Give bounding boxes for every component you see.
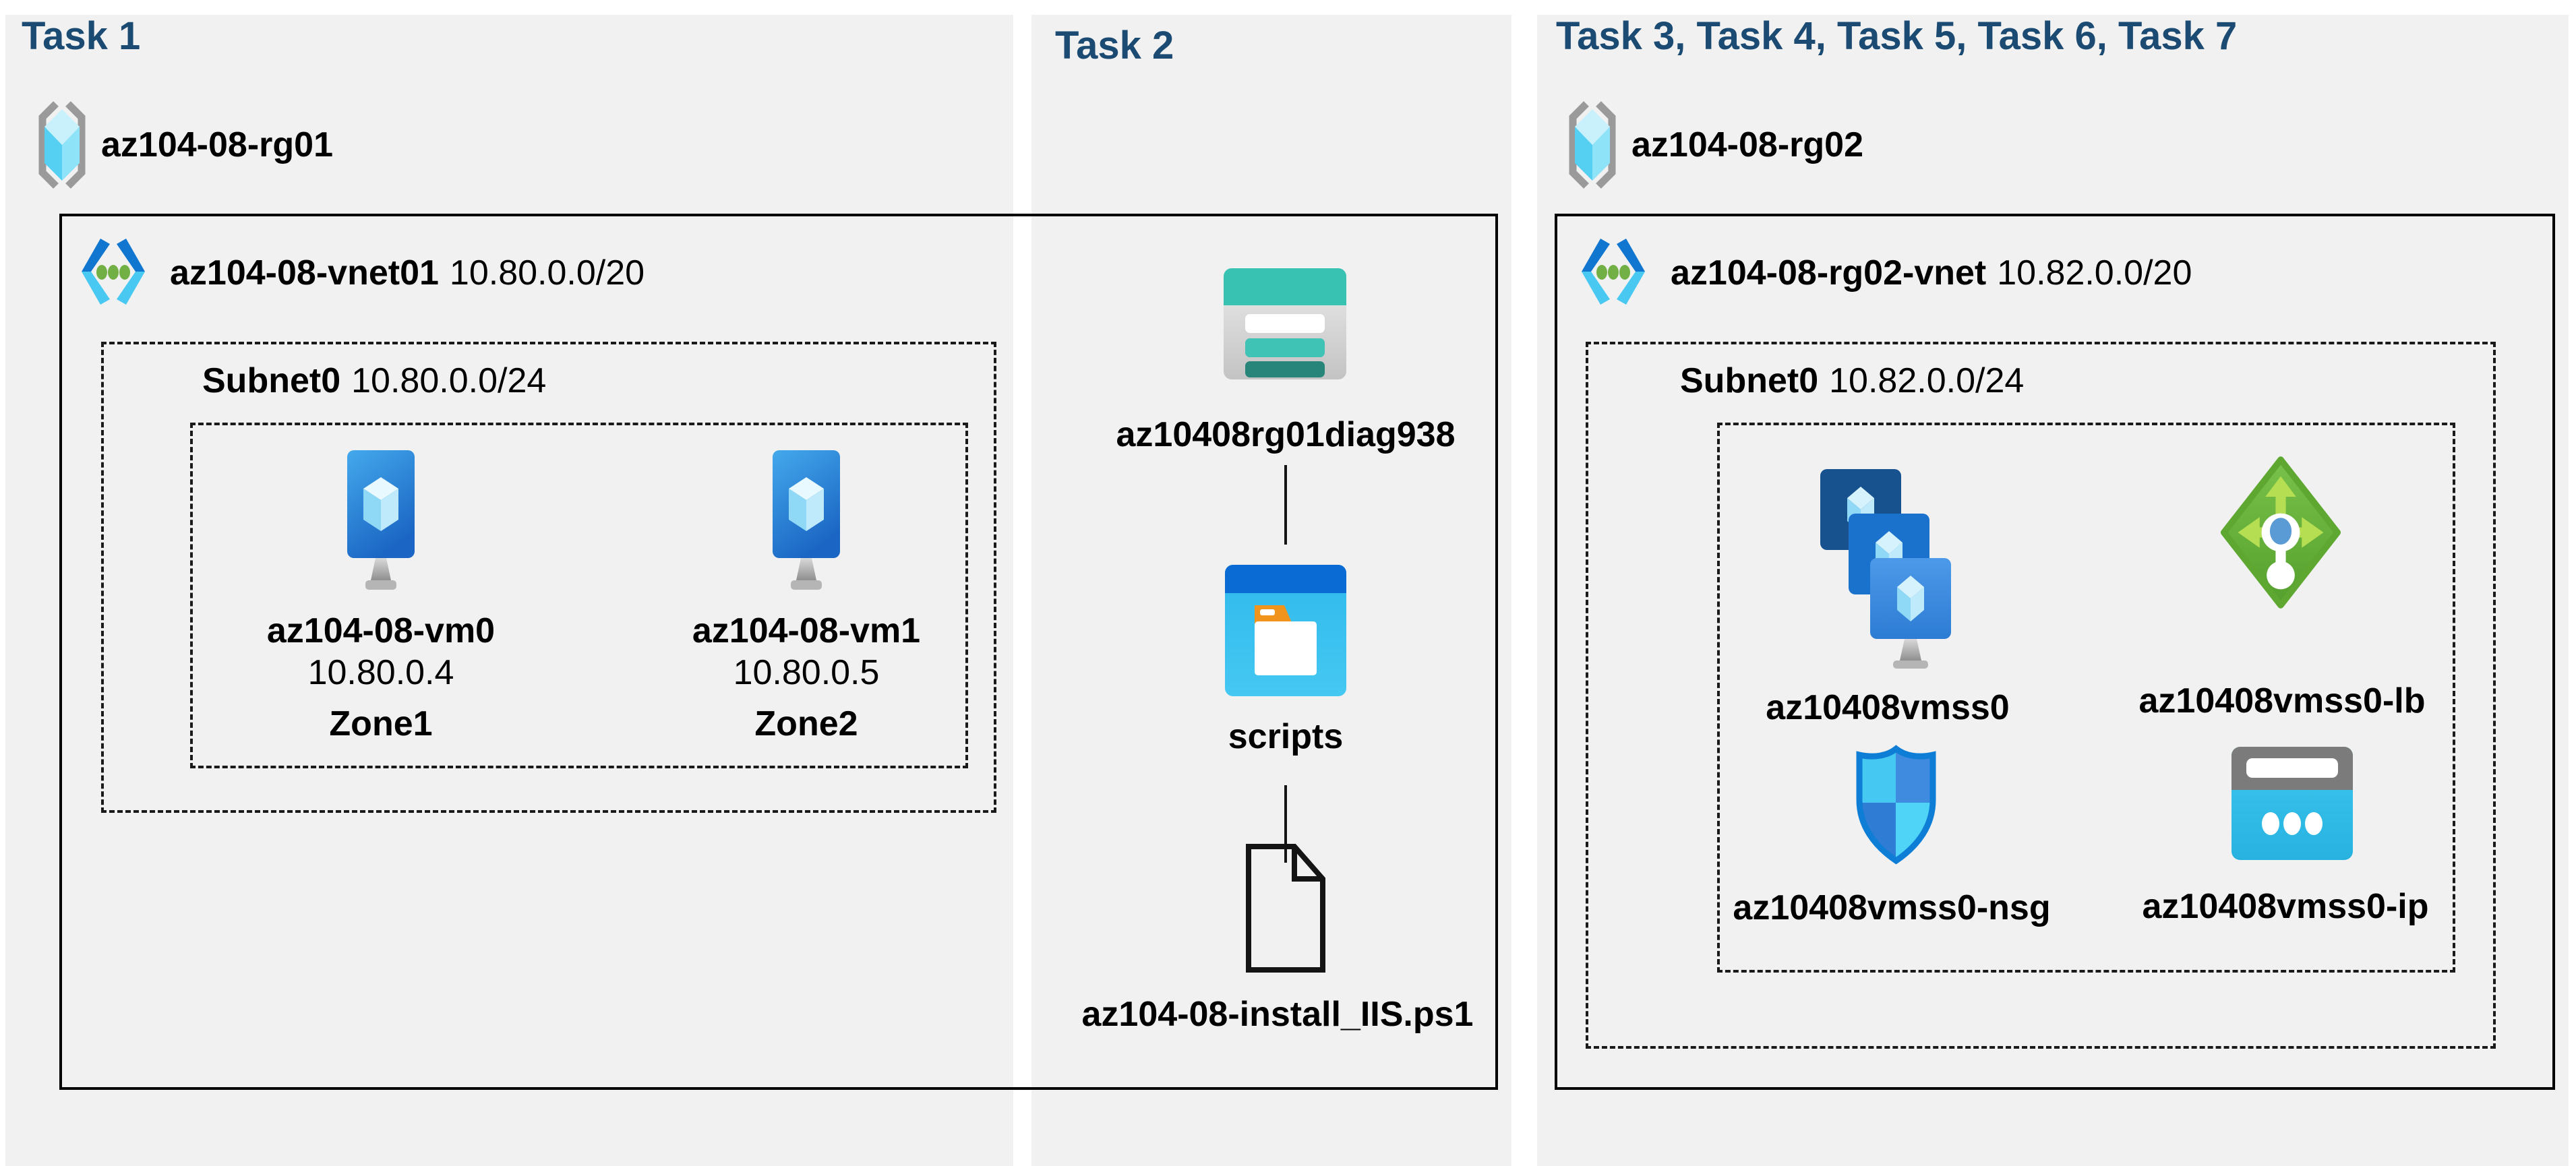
- subnet0-box-task1: [101, 342, 996, 813]
- subnet2-label: Subnet0 10.82.0.0/24: [1680, 360, 2024, 402]
- subnet1-name: Subnet0: [202, 361, 341, 400]
- vmss-resources-box: [1717, 423, 2455, 973]
- resource-group-icon: [36, 100, 88, 190]
- vm0-ip: 10.80.0.4: [307, 653, 454, 692]
- task1-panel: [5, 15, 1013, 1166]
- task3-panel: [1537, 15, 2569, 1166]
- task1-header: Task 1: [22, 14, 141, 58]
- connector-container-to-file: [1284, 785, 1287, 863]
- storage-account-label: az10408rg01diag938: [1116, 415, 1456, 454]
- rg2-name: az104-08-rg02: [1631, 125, 1863, 164]
- vnet01-boundary-box: [59, 214, 1498, 1090]
- connector-storage-to-container: [1284, 465, 1287, 545]
- task2-header: Task 2: [1055, 24, 1174, 67]
- subnet2-cidr: 10.82.0.0/24: [1829, 361, 2025, 400]
- vm1-group: az104-08-vm1 10.80.0.5 Zone2: [671, 450, 941, 745]
- subnet1-cidr: 10.80.0.0/24: [351, 361, 547, 400]
- virtual-network-icon: [1576, 235, 1650, 309]
- nsg-shield-icon: [1854, 745, 1938, 866]
- subnet2-name: Subnet0: [1680, 361, 1819, 400]
- public-ip-label: az10408vmss0-ip: [2142, 887, 2429, 926]
- load-balancer-icon: [2220, 452, 2341, 613]
- container-label: scripts: [1228, 717, 1344, 756]
- rg2-label: az104-08-rg02: [1631, 124, 1874, 166]
- vm-zone-box: [190, 423, 968, 768]
- vnet02-boundary-box: [1555, 214, 2555, 1090]
- vnet2-cidr: 10.82.0.0/20: [1997, 253, 2192, 293]
- rg1-name: az104-08-rg01: [101, 125, 333, 164]
- vmss-label: az10408vmss0: [1766, 688, 2010, 727]
- subnet1-label: Subnet0 10.80.0.0/24: [202, 360, 546, 402]
- blob-container-icon: [1225, 565, 1346, 696]
- vm1-name: az104-08-vm1: [692, 611, 921, 650]
- script-file-label: az104-08-install_IIS.ps1: [1081, 995, 1474, 1034]
- vm1-zone: Zone2: [754, 704, 858, 743]
- vm0-zone: Zone1: [329, 704, 433, 743]
- vm0-name: az104-08-vm0: [266, 611, 496, 650]
- public-ip-icon: [2231, 747, 2353, 860]
- task3-header: Task 3, Task 4, Task 5, Task 6, Task 7: [1556, 14, 2238, 58]
- virtual-network-icon: [76, 235, 150, 309]
- vnet2-name: az104-08-rg02-vnet: [1671, 253, 1987, 293]
- vnet1-cidr: 10.80.0.0/20: [449, 253, 645, 293]
- virtual-machine-icon: [347, 450, 415, 590]
- script-file-icon: [1245, 842, 1327, 974]
- vm0-group: az104-08-vm0 10.80.0.4 Zone1: [246, 450, 516, 745]
- storage-account-icon: [1224, 268, 1346, 379]
- lb-label: az10408vmss0-lb: [2138, 681, 2426, 720]
- vnet1-name: az104-08-vnet01: [170, 253, 439, 293]
- nsg-label: az10408vmss0-nsg: [1733, 888, 2051, 927]
- resource-group-icon: [1566, 100, 1619, 190]
- vmss-icon: [1820, 469, 1962, 669]
- virtual-machine-icon: [773, 450, 840, 590]
- subnet0-box-task3: [1586, 342, 2496, 1049]
- rg1-label: az104-08-rg01: [101, 124, 344, 166]
- vm1-ip: 10.80.0.5: [733, 653, 880, 692]
